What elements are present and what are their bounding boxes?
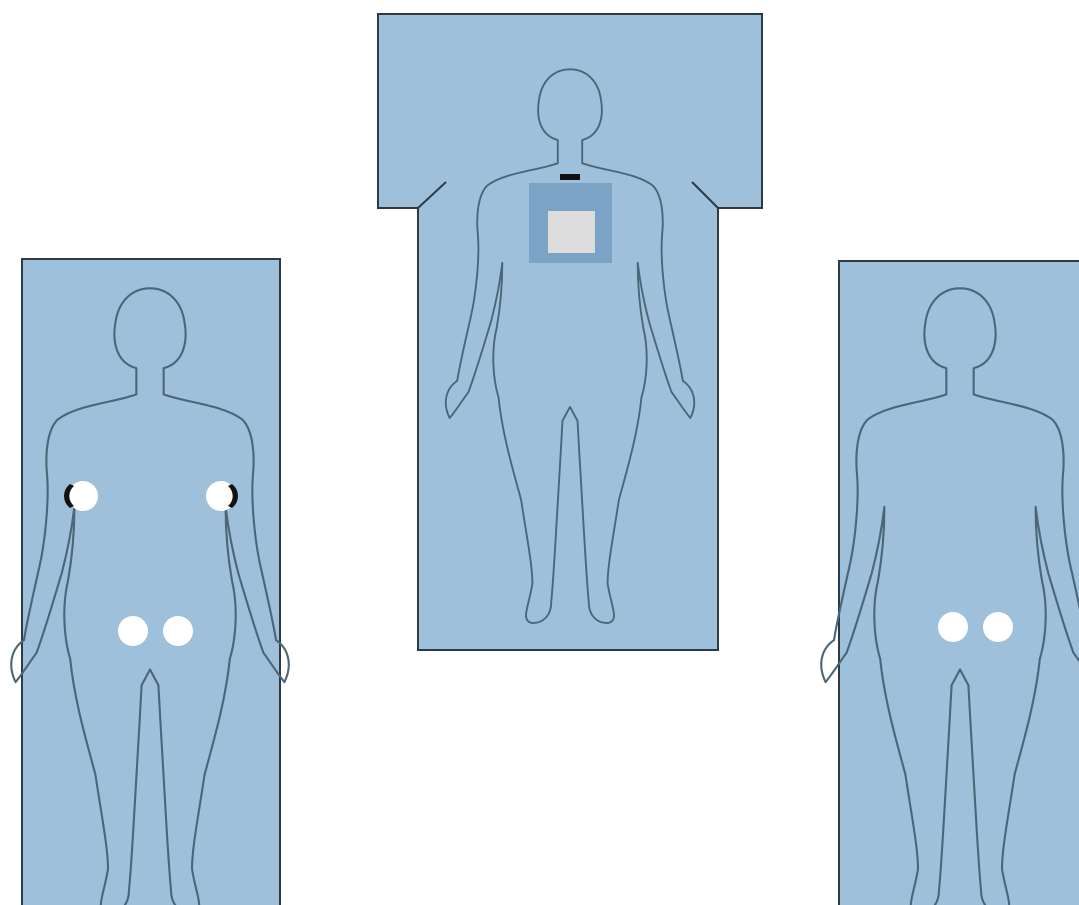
right-figure-panel xyxy=(821,261,1079,905)
center-figure-panel xyxy=(378,14,762,650)
left-figure-panel xyxy=(11,259,289,905)
chest-pad-connector xyxy=(560,174,580,180)
left-hip-electrode-1 xyxy=(118,616,148,646)
left-arm-band-right-side xyxy=(64,481,98,511)
chest-defibrillator-pad xyxy=(529,174,612,263)
center-panel-background xyxy=(378,14,762,650)
right-hip-electrode-1 xyxy=(938,612,968,642)
right-hip-electrode-2 xyxy=(983,612,1013,642)
left-arm-band-left-side xyxy=(206,481,238,511)
left-hip-electrode-2 xyxy=(163,616,193,646)
chest-pad-inner xyxy=(548,211,595,253)
